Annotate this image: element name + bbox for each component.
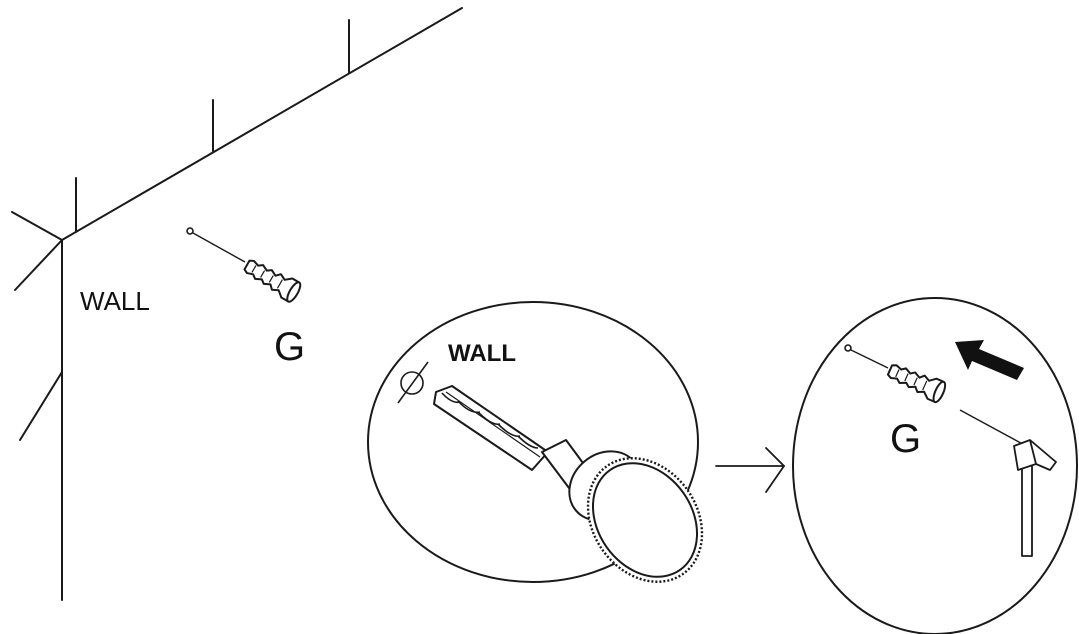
right-arrow-icon: [715, 447, 786, 493]
anchor-label-main: G: [274, 325, 305, 369]
guide-line: [959, 409, 1031, 449]
hole-marker-icon: [397, 361, 429, 404]
wall-corner-icon: [11, 7, 463, 601]
wall-label-main: WALL: [80, 286, 150, 316]
screw-icon: [186, 227, 246, 263]
direction-arrow-icon: [955, 340, 1024, 380]
anchor-label-detail: G: [890, 417, 921, 461]
wall-plug-icon: [240, 254, 304, 305]
drill-icon: [433, 385, 704, 583]
wall-plug-icon: [884, 358, 949, 405]
hammer-icon: [1013, 439, 1057, 557]
wall-label-detail: WALL: [448, 340, 516, 367]
drill-detail-circle: [367, 301, 699, 583]
screw-icon: [844, 344, 889, 369]
hammer-detail-circle: [792, 297, 1078, 634]
